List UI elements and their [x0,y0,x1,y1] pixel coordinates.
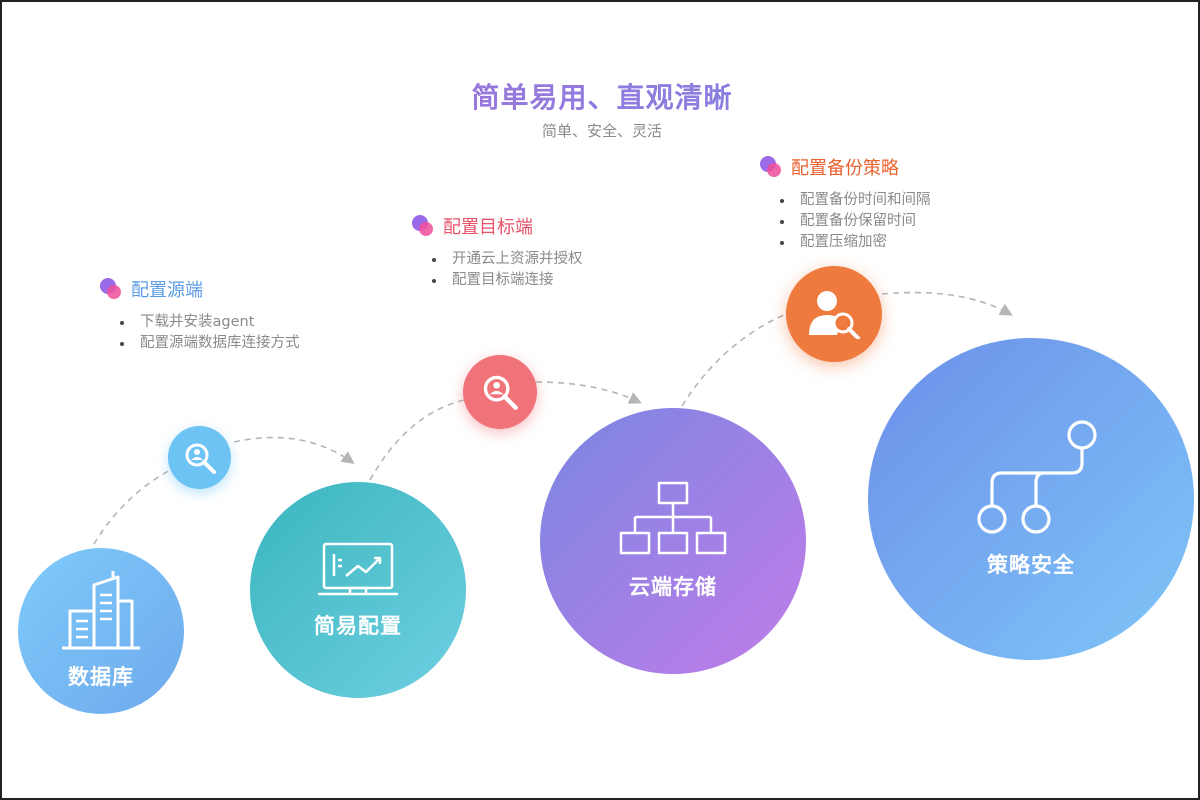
step-item: 配置压缩加密 [780,232,931,253]
search-user-icon [483,375,518,410]
node-cloud-storage: 云端存储 [540,408,806,674]
branch-icon [977,420,1097,534]
bullet-dot-icon [412,215,434,237]
building-icon [62,571,140,650]
user-search-icon [809,291,860,339]
step-item: 配置备份时间和间隔 [780,190,931,211]
step-icon-policy [786,266,882,362]
step-icon-source [168,426,231,489]
node-simple-config: 简易配置 [250,482,466,698]
node-label-simple-config: 简易配置 [314,614,402,638]
search-user-icon [185,443,216,474]
bullet-dot-icon [760,156,782,178]
step-item: 配置目标端连接 [432,270,583,291]
connector-arc-2a [369,399,465,481]
page-subtitle: 简单、安全、灵活 [541,122,662,140]
step-target: 配置目标端 开通云上资源并授权 配置目标端连接 [412,213,583,291]
node-label-policy-security: 策略安全 [987,553,1075,577]
node-label-cloud-storage: 云端存储 [629,575,717,599]
bullet-dot-icon [100,278,122,300]
page-title: 简单易用、直观清晰 [2,76,1198,116]
connector-arc-2b [535,381,642,404]
org-tree-icon [619,481,727,555]
node-label-database: 数据库 [68,665,134,689]
step-item: 下载并安装agent [120,312,300,333]
step-icon-target [463,355,537,429]
step-source: 配置源端 下载并安装agent 配置源端数据库连接方式 [100,276,300,354]
step-policy: 配置备份策略 配置备份时间和间隔 配置备份保留时间 配置压缩加密 [760,154,931,253]
connector-arc-3a [681,313,787,407]
node-database: 数据库 [18,548,184,714]
connector-arc-1a [93,469,171,545]
step-item: 开通云上资源并授权 [432,249,583,270]
step-title-policy: 配置备份策略 [791,158,899,179]
step-title-target: 配置目标端 [443,217,533,238]
monitor-chart-icon [318,542,398,596]
connector-arc-1b [233,436,355,464]
connector-arc-3b [881,291,1013,316]
step-item: 配置备份保留时间 [780,211,931,232]
step-item: 配置源端数据库连接方式 [120,333,300,354]
node-policy-security: 策略安全 [868,338,1194,660]
step-title-source: 配置源端 [131,280,203,301]
